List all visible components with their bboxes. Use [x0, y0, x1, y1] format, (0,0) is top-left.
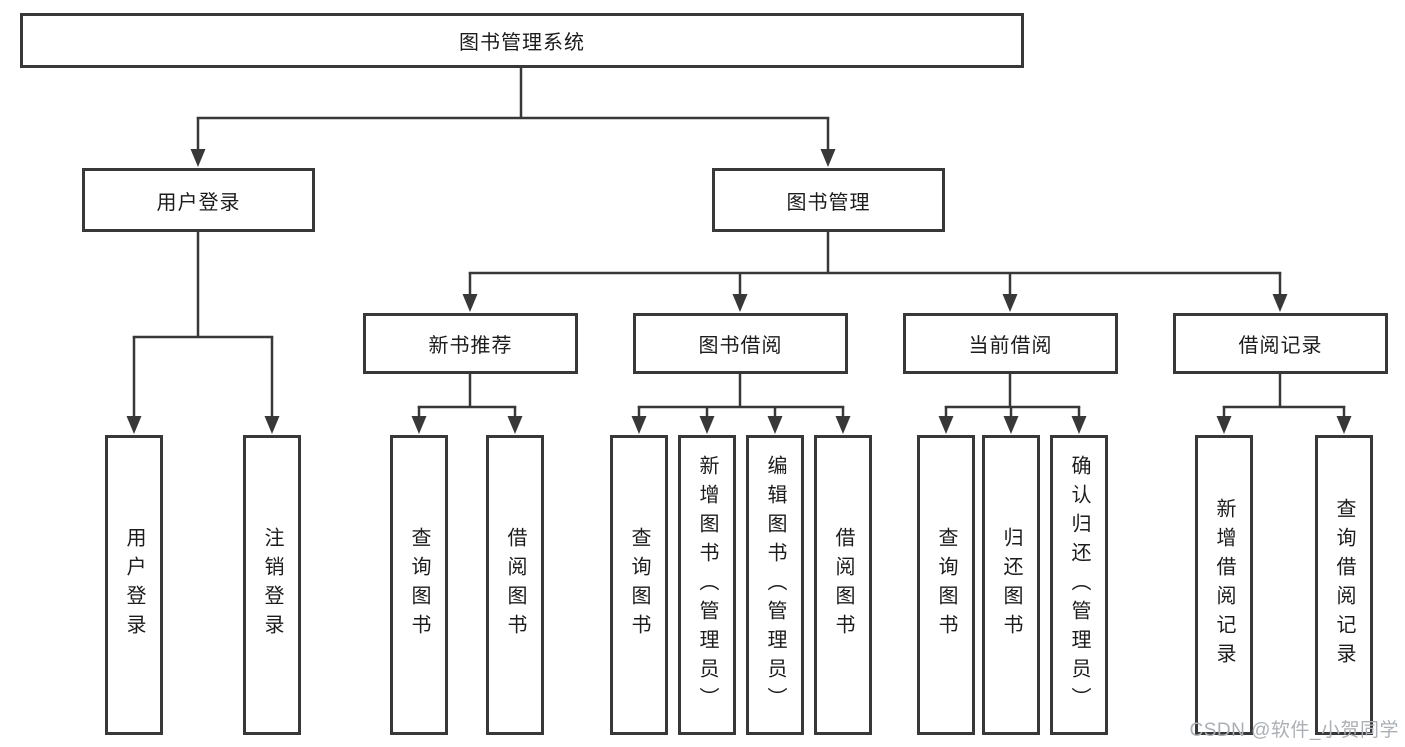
node-root: 图书管理系统	[20, 13, 1024, 68]
leaf-borrow-books-2: 借阅图书	[814, 435, 872, 735]
leaf-label: 编辑图书（管理员）	[764, 454, 786, 716]
csdn-watermark: CSDN @软件_小贺同学	[1189, 720, 1399, 741]
node-user-login: 用户登录	[82, 168, 315, 232]
leaf-label: 新增图书（管理员）	[696, 454, 718, 716]
edge-userlogin-to-leaves	[126, 232, 280, 434]
edge-currentborrow-to-leaves	[938, 374, 1087, 434]
leaf-add-borrow-record: 新增借阅记录	[1195, 435, 1253, 735]
leaf-edit-books-admin: 编辑图书（管理员）	[746, 435, 804, 735]
leaf-user-login: 用户登录	[105, 435, 163, 735]
leaf-label: 注销登录	[261, 527, 283, 643]
node-root-label: 图书管理系统	[459, 32, 585, 54]
leaf-label: 查询图书	[408, 527, 430, 643]
leaf-borrow-books-1: 借阅图书	[486, 435, 544, 735]
leaf-query-books-3: 查询图书	[917, 435, 975, 735]
node-book-borrow-label: 图书借阅	[698, 335, 783, 357]
edge-bookborrow-to-leaves	[631, 374, 851, 434]
leaf-query-books-2: 查询图书	[610, 435, 668, 735]
node-new-book-recommend: 新书推荐	[363, 313, 578, 374]
leaf-label: 归还图书	[1000, 527, 1022, 643]
edge-bookmgmt-to-level3	[462, 232, 1288, 312]
edge-borrowrecords-to-leaves	[1216, 374, 1352, 434]
leaf-confirm-return-admin: 确认归还（管理员）	[1050, 435, 1108, 735]
node-current-borrow-label: 当前借阅	[968, 335, 1053, 357]
node-new-book-recommend-label: 新书推荐	[428, 335, 513, 357]
leaf-add-books-admin: 新增图书（管理员）	[678, 435, 736, 735]
leaf-label: 用户登录	[123, 527, 145, 643]
leaf-label: 确认归还（管理员）	[1068, 454, 1090, 716]
leaf-logout: 注销登录	[243, 435, 301, 735]
node-book-management-label: 图书管理	[786, 191, 871, 214]
leaf-label: 借阅图书	[832, 527, 854, 643]
leaf-label: 新增借阅记录	[1213, 498, 1235, 672]
edge-root-to-level2	[190, 68, 836, 167]
node-borrow-records: 借阅记录	[1173, 313, 1388, 374]
leaf-query-borrow-record: 查询借阅记录	[1315, 435, 1373, 735]
node-user-login-label: 用户登录	[156, 191, 241, 214]
leaf-return-books: 归还图书	[982, 435, 1040, 735]
leaf-label: 查询图书	[935, 527, 957, 643]
leaf-label: 查询借阅记录	[1333, 498, 1355, 672]
node-borrow-records-label: 借阅记录	[1238, 335, 1323, 357]
node-current-borrow: 当前借阅	[903, 313, 1118, 374]
leaf-label: 借阅图书	[504, 527, 526, 643]
leaf-label: 查询图书	[628, 527, 650, 643]
node-book-management: 图书管理	[712, 168, 945, 232]
edge-newbookrec-to-leaves	[411, 374, 523, 434]
node-book-borrow: 图书借阅	[633, 313, 848, 374]
leaf-query-books-1: 查询图书	[390, 435, 448, 735]
